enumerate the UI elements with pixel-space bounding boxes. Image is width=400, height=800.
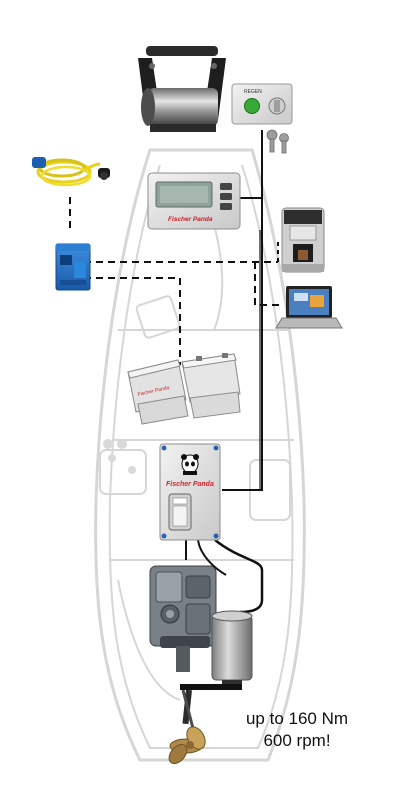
laptop — [275, 286, 343, 329]
caption-line-1: up to 160 Nm — [245, 709, 349, 728]
propeller-icon — [168, 726, 206, 765]
battery — [181, 353, 241, 403]
battery — [137, 395, 189, 425]
regen-green-button — [244, 98, 260, 114]
wiring-solid — [185, 130, 264, 614]
panel-switch-label: REGEN — [244, 89, 262, 95]
key-icon — [266, 129, 289, 154]
inverter-charger — [55, 243, 91, 291]
battery — [189, 391, 241, 419]
display-brand-text: Fischer Panda — [168, 216, 213, 223]
shore-power-cable — [32, 157, 110, 187]
cylinder-unit — [211, 610, 253, 690]
caption-line-2: 600 rpm! — [263, 731, 331, 750]
boat-hull-outline — [94, 148, 306, 762]
regen-control-panel: REGEN — [231, 83, 293, 154]
battery-bank: Fischer Panda — [127, 353, 241, 425]
panda-logo-icon — [181, 454, 199, 475]
electric-motor — [149, 565, 217, 672]
torque-caption: up to 160 Nm 600 rpm! — [222, 708, 372, 752]
generator-drum — [138, 46, 226, 132]
wiring-dashed — [69, 196, 282, 365]
controller-brand-text: Fischer Panda — [166, 481, 214, 488]
coffee-machine — [281, 207, 325, 273]
motor-controller: Fischer Panda — [159, 443, 221, 541]
deck-fixtures — [103, 439, 136, 474]
remote-display-unit: Fischer Panda — [147, 172, 241, 230]
